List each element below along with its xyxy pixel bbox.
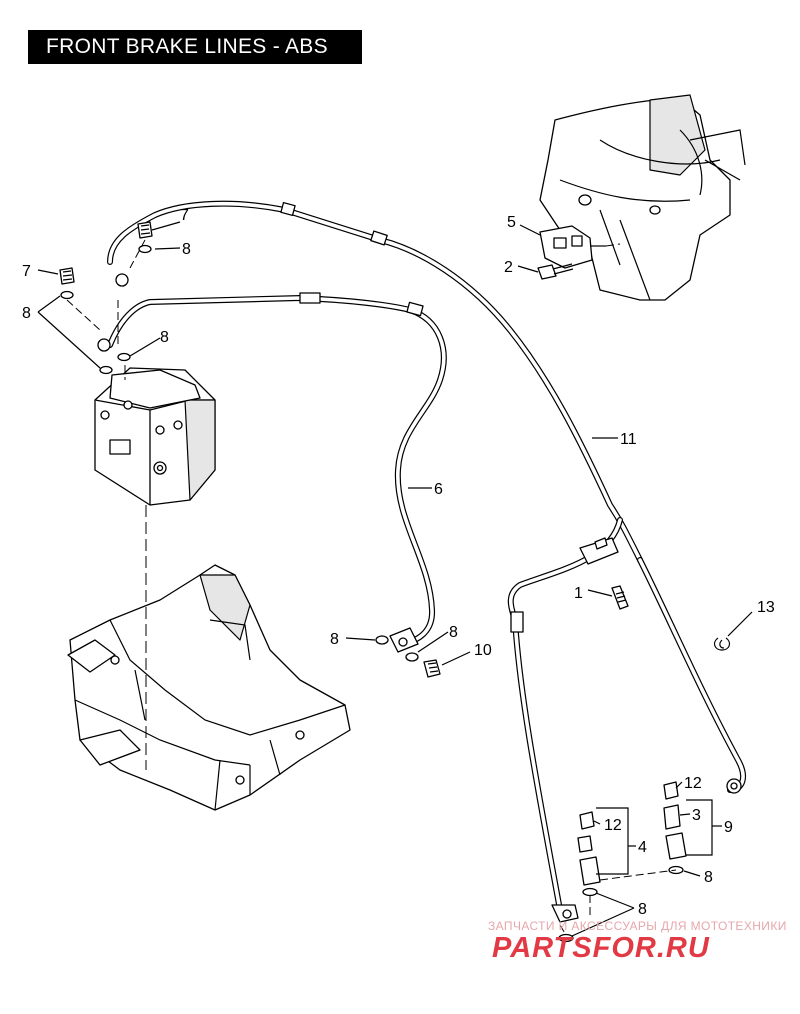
callout-7-left: 7 (22, 263, 31, 280)
callout-6: 6 (434, 481, 443, 498)
clamp-bolt (611, 585, 629, 610)
assembly-guide-lines (66, 239, 677, 936)
callout-10: 10 (474, 642, 492, 659)
frame-steering-head (539, 94, 746, 301)
callout-8-left: 8 (22, 305, 31, 322)
callout-4: 4 (638, 839, 647, 856)
abs-banjo-bolts (59, 221, 153, 375)
callout-labels: 7 8 7 8 8 5 2 6 11 1 8 8 10 13 12 12 3 4… (22, 207, 775, 918)
brake-line-6 (107, 292, 447, 653)
callout-11: 11 (620, 431, 637, 448)
brake-line-lower-branch (507, 517, 623, 923)
callout-9: 9 (724, 819, 733, 836)
callout-7-top: 7 (180, 207, 189, 224)
callout-8-bleeder: 8 (704, 869, 713, 886)
caliper-banjo-fittings (375, 635, 441, 678)
callout-12-left: 12 (604, 817, 622, 834)
callout-8-abs: 8 (160, 329, 169, 346)
leader-lines (37, 221, 753, 937)
callout-1: 1 (574, 585, 583, 602)
diagram-title: FRONT BRAKE LINES - ABS (28, 30, 362, 64)
abs-mounting-tray (67, 564, 351, 811)
callout-8-top: 8 (182, 241, 191, 258)
callout-12-right: 12 (684, 775, 702, 792)
line-junction-clamp (579, 537, 619, 565)
callout-8-line6-right: 8 (449, 624, 458, 641)
callout-8-bottom: 8 (638, 901, 647, 918)
callout-3: 3 (692, 807, 701, 824)
watermark-tagline: ЗАПЧАСТИ И АКСЕССУАРЫ ДЛЯ МОТОТЕХНИКИ (488, 919, 787, 933)
bracket-screw (537, 263, 574, 280)
watermark-logo: PARTSFOR.RU (492, 932, 710, 964)
callout-13: 13 (757, 599, 775, 616)
callout-5: 5 (507, 214, 516, 231)
callout-8-line6-left: 8 (330, 631, 339, 648)
abs-module (94, 367, 216, 506)
brake-line-11 (107, 200, 747, 794)
bleeder-assemblies (558, 637, 731, 943)
callout-2: 2 (504, 259, 513, 276)
hose-clip-bracket (539, 225, 606, 269)
